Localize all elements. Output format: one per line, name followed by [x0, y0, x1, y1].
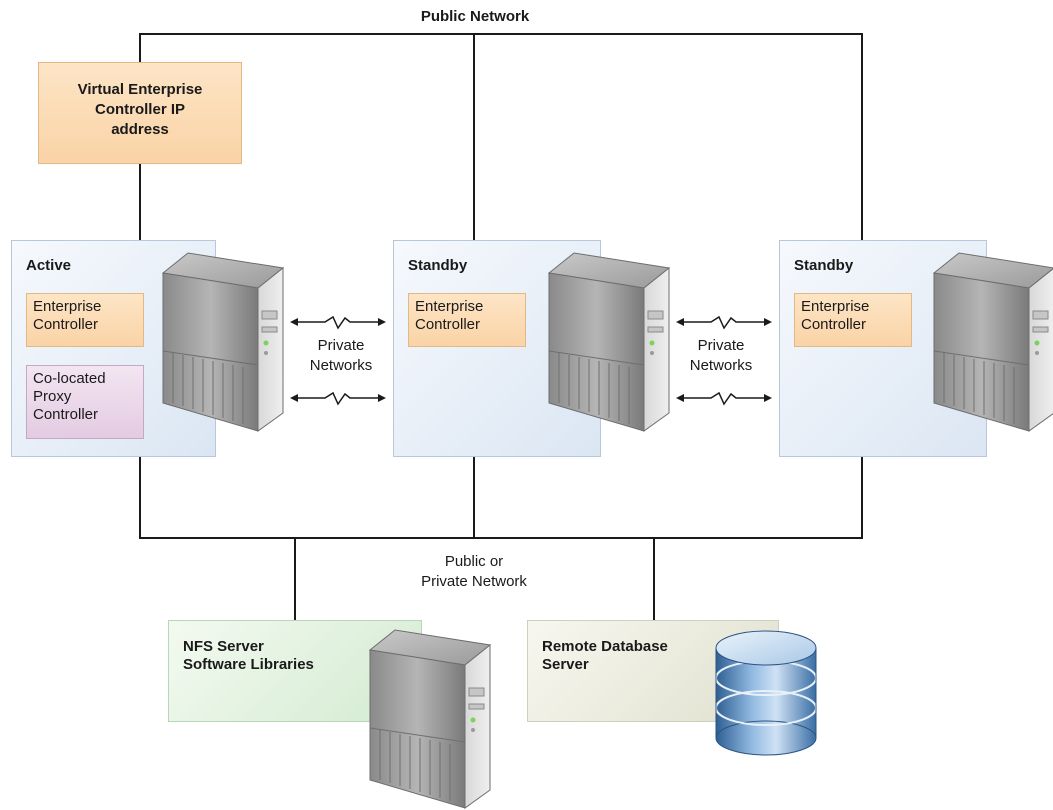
ec-label-2: Controller: [33, 316, 99, 333]
server-tower-icon-nfs: [369, 629, 491, 809]
ec-label-1: Enterprise: [801, 298, 870, 315]
private-networks-label-2: Private Networks: [676, 336, 766, 376]
virtual-ip-box: Virtual Enterprise Controller IP address: [38, 62, 242, 164]
public-network-label: Public Network: [420, 8, 530, 25]
enterprise-controller-standby-1: Enterprise Controller: [408, 293, 526, 347]
ec-label-2: Controller: [415, 316, 481, 333]
server-tower-icon-standby-1: [548, 252, 670, 432]
ec-label-1: Enterprise: [415, 298, 484, 315]
server-tower-icon-standby-2: [933, 252, 1053, 432]
lower-network-line: [139, 455, 863, 539]
nfs-label-2: Software Libraries: [183, 656, 314, 673]
proxy-controller-box: Co-located Proxy Controller: [26, 365, 144, 439]
double-arrow-link-icon: [289, 316, 387, 329]
nfs-label-1: NFS Server: [183, 638, 264, 655]
double-arrow-link-icon: [675, 392, 773, 405]
private-label-line2: Networks: [689, 357, 753, 374]
ec-label-1: Enterprise: [33, 298, 102, 315]
db-label-1: Remote Database: [542, 638, 668, 655]
enterprise-controller-active: Enterprise Controller: [26, 293, 144, 347]
standby-title-1: Standby: [408, 257, 468, 274]
private-label-line1: Private: [317, 337, 365, 354]
active-title: Active: [26, 257, 72, 274]
private-label-line1: Private: [697, 337, 745, 354]
public-or-private-network-label: Public or Private Network: [394, 552, 554, 592]
db-label-2: Server: [542, 656, 589, 673]
standby-title-2: Standby: [794, 257, 854, 274]
pub-priv-line2: Private Network: [421, 573, 527, 590]
proxy-label-1: Co-located: [33, 370, 106, 387]
database-icon: [715, 630, 817, 756]
enterprise-controller-standby-2: Enterprise Controller: [794, 293, 912, 347]
double-arrow-link-icon: [675, 316, 773, 329]
pub-priv-line1: Public or: [444, 553, 504, 570]
double-arrow-link-icon: [289, 392, 387, 405]
proxy-label-2: Proxy: [33, 388, 72, 405]
proxy-label-3: Controller: [33, 406, 99, 423]
server-tower-icon-active: [162, 252, 284, 432]
private-networks-label-1: Private Networks: [296, 336, 386, 376]
virtual-ip-label-2: Controller IP: [94, 101, 185, 118]
virtual-ip-label-1: Virtual Enterprise: [77, 81, 203, 98]
virtual-ip-label-3: address: [111, 121, 169, 138]
ec-label-2: Controller: [801, 316, 867, 333]
private-label-line2: Networks: [309, 357, 373, 374]
